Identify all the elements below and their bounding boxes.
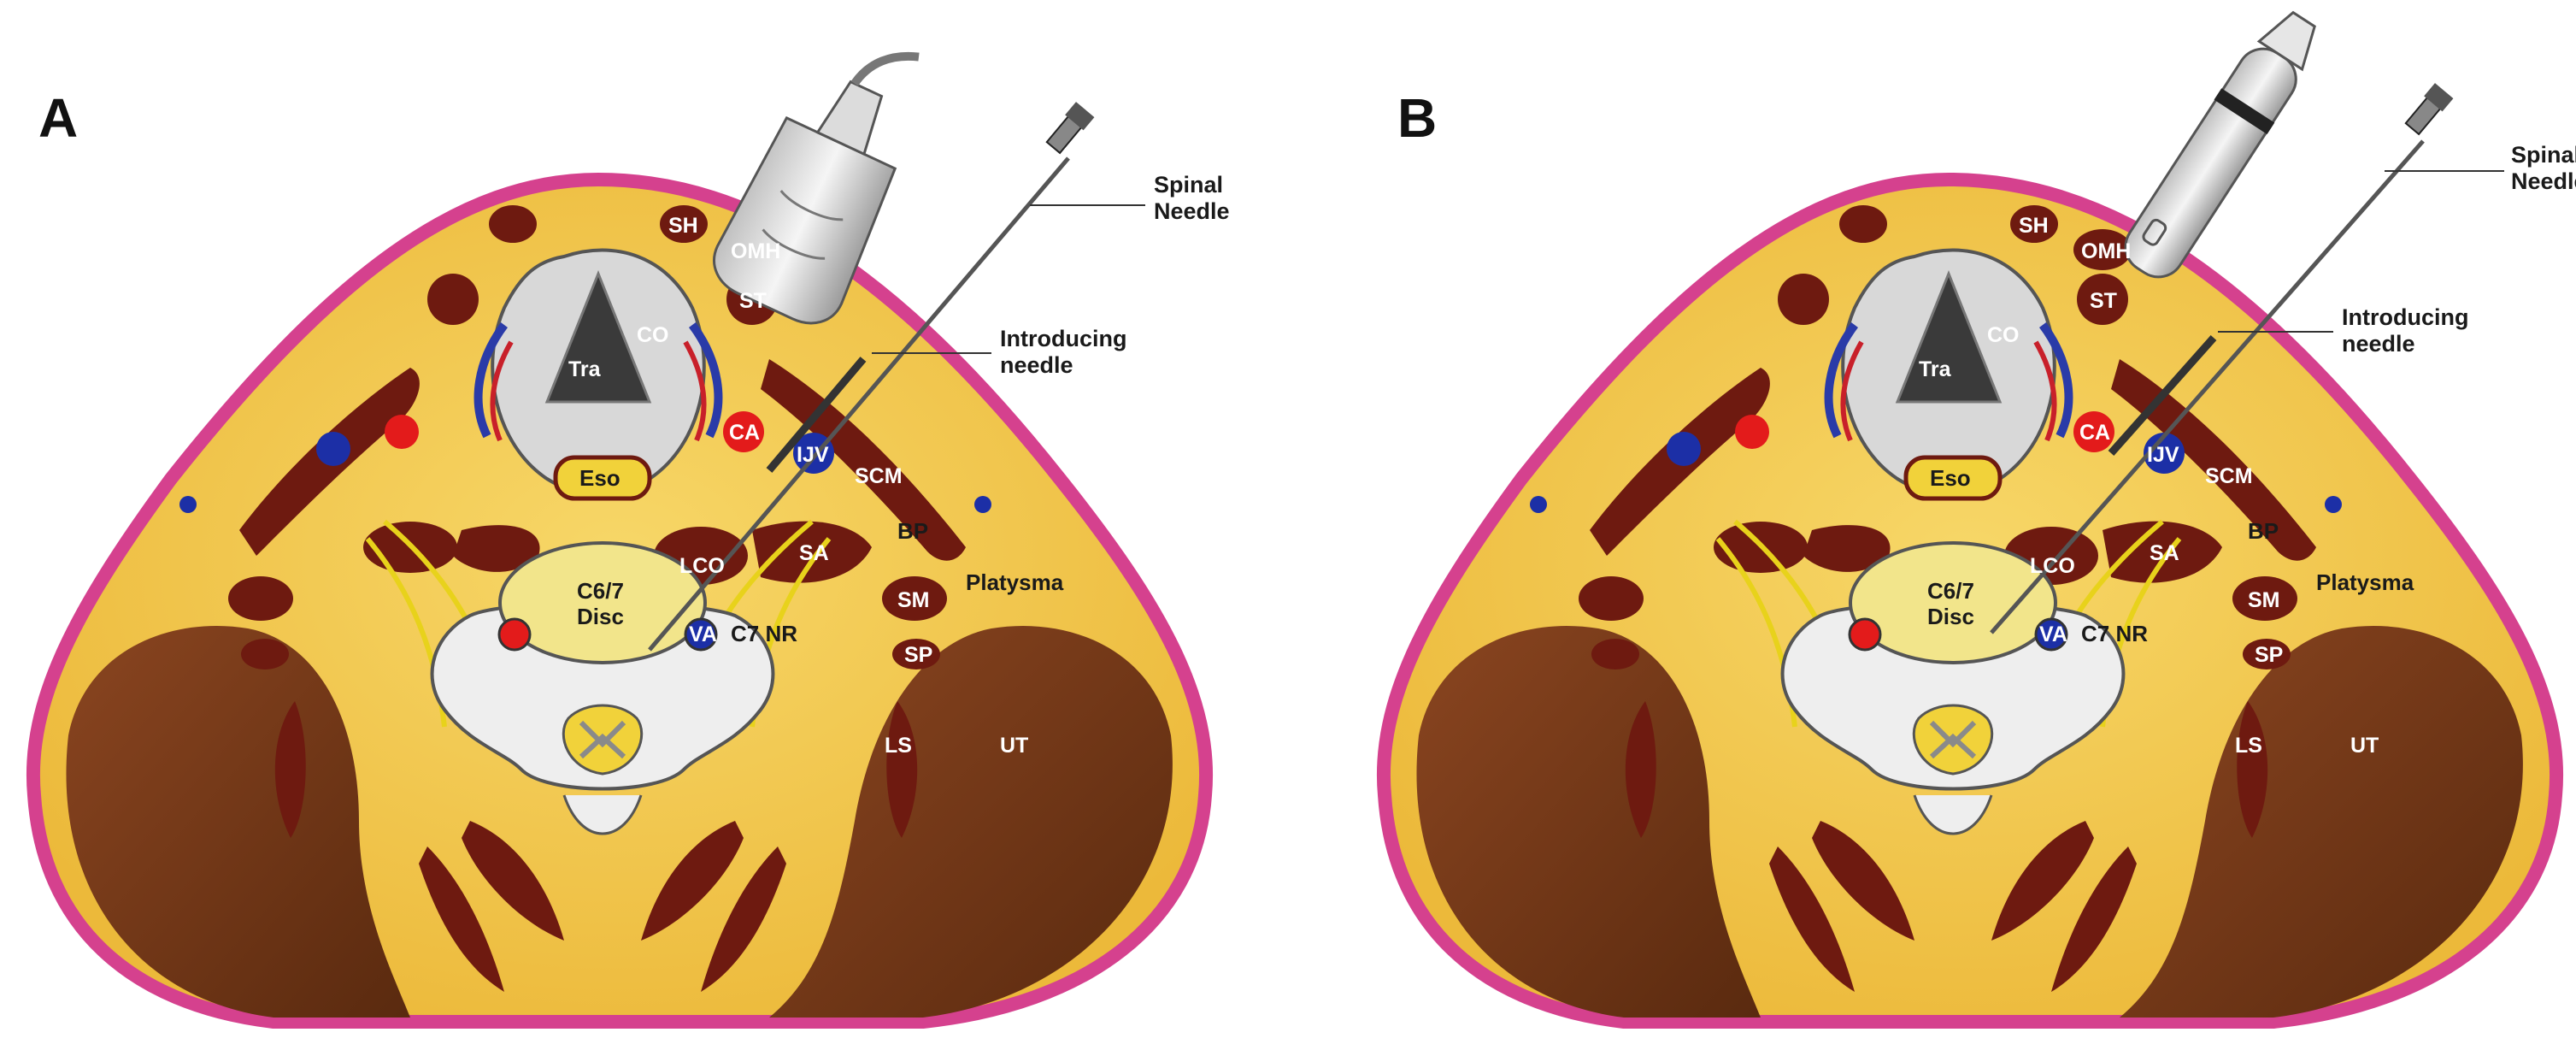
label-ls-b: LS [2235,734,2262,758]
label-st: ST [739,289,767,313]
label-va: VA [689,622,717,646]
panel-b-letter: B [1397,87,1437,149]
needle-hub [1045,102,1095,155]
label-va-b: VA [2039,622,2067,646]
label-c7nr: C7 NR [731,621,797,646]
label-platysma: Platysma [966,569,1064,595]
label-sh-b: SH [2019,214,2049,238]
label-sm: SM [897,588,930,612]
panel-a-letter: A [38,87,78,149]
label-ca-b: CA [2079,421,2110,445]
label-st-b: ST [2090,289,2117,313]
label-tra: Tra [568,357,602,381]
spinal-needle-b [1990,139,2425,634]
label-c7nr-b: C7 NR [2081,621,2148,646]
spinal-needle [648,156,1070,652]
label-ls: LS [885,734,912,758]
label-ut: UT [1000,734,1028,758]
label-platysma-b: Platysma [2316,569,2414,595]
label-sh: SH [668,214,698,238]
label-scm: SCM [855,464,903,488]
introducing-needle [766,357,867,473]
label-sp: SP [904,643,932,667]
label-lco-b: LCO [2030,554,2075,578]
linear-probe [713,51,920,325]
label-sa: SA [799,541,829,565]
label-ut-b: UT [2350,734,2379,758]
label-bp: BP [897,518,928,544]
label-omh: OMH [731,239,780,263]
label-sa-b: SA [2150,541,2179,565]
needle-hub-b [2404,83,2454,136]
introducing-needle-b [2108,335,2217,456]
label-ijv-b: IJV [2147,443,2179,467]
hockey-stick-probe [2124,10,2316,279]
label-co-b: CO [1987,323,2020,347]
label-eso-b: Eso [1930,465,1971,491]
label-scm-b: SCM [2205,464,2253,488]
label-sp-b: SP [2255,643,2283,667]
label-ijv: IJV [797,443,829,467]
label-lco: LCO [679,554,725,578]
label-tra-b: Tra [1919,357,1952,381]
label-ca: CA [729,421,760,445]
label-co: CO [637,323,669,347]
label-omh-b: OMH [2081,239,2131,263]
label-eso: Eso [579,465,620,491]
label-sm-b: SM [2248,588,2280,612]
label-bp-b: BP [2248,518,2279,544]
